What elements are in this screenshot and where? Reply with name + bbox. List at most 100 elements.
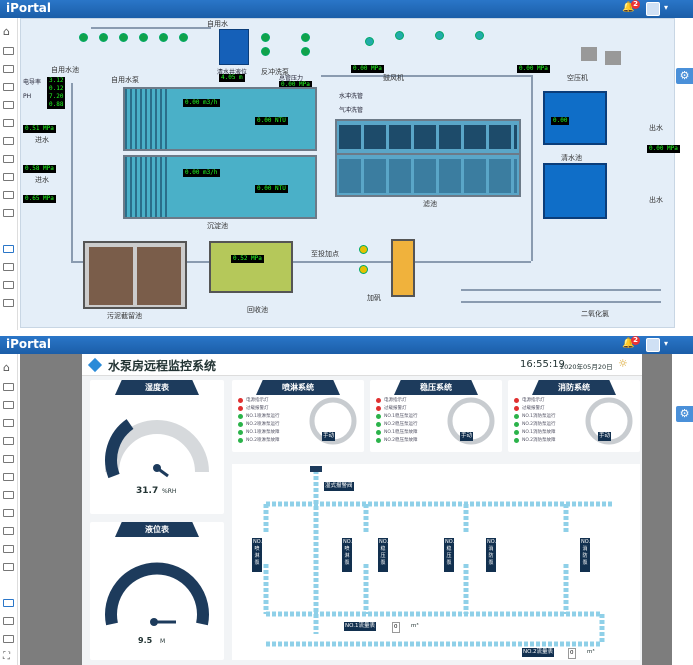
folder-icon[interactable] [3, 509, 14, 517]
folder-icon[interactable] [3, 473, 14, 481]
status-label: NO.2消防泵故障 [522, 438, 556, 443]
folder-icon[interactable] [3, 527, 14, 535]
folder-icon[interactable] [3, 617, 14, 625]
level-gauge [105, 562, 209, 626]
label: 滤池 [423, 200, 437, 208]
pump-icon[interactable] [261, 47, 270, 56]
pump-label[interactable]: NO.2稳压泵 [444, 538, 457, 572]
status-led [376, 414, 381, 419]
folder-icon[interactable] [3, 65, 14, 73]
blower-icon[interactable] [435, 31, 444, 40]
status-label: 过载报警灯 [522, 406, 545, 411]
blower-icon[interactable] [475, 31, 484, 40]
folder-icon[interactable] [3, 281, 14, 289]
label: 污泥截留池 [107, 312, 142, 320]
folder-icon[interactable] [3, 491, 14, 499]
home-icon[interactable]: ⌂ [3, 25, 10, 38]
folder-icon[interactable] [3, 137, 14, 145]
value: 3.12 [47, 77, 66, 85]
label: 自用水泵 [111, 76, 139, 84]
folder-icon[interactable] [3, 299, 14, 307]
folder-open-icon[interactable] [3, 599, 14, 607]
fullscreen-icon[interactable]: ⛶ [3, 651, 10, 662]
pump-icon[interactable] [99, 33, 108, 42]
dosing-pump-icon[interactable] [359, 265, 368, 274]
app-title: iPortal [6, 1, 52, 15]
pump-icon[interactable] [301, 33, 310, 42]
pump-label[interactable]: NO.2喷淋泵 [342, 538, 355, 572]
mode-dial[interactable] [308, 396, 358, 446]
system-title: 喷淋系统 [256, 380, 340, 395]
gear-icon[interactable]: ⚙ [676, 406, 693, 422]
label: 反冲洗泵 [261, 68, 289, 76]
folder-icon[interactable] [3, 401, 14, 409]
monitor-panel: 水泵房远程监控系统 16:55:19 2020年05月20日 ☼ 湿度表 31.… [82, 354, 642, 665]
home-icon[interactable]: ⌂ [3, 361, 10, 374]
level-unit: M [160, 638, 166, 645]
folder-icon[interactable] [3, 545, 14, 553]
folder-icon[interactable] [3, 437, 14, 445]
folder-icon[interactable] [3, 119, 14, 127]
pump-icon[interactable] [159, 33, 168, 42]
status-led [238, 430, 243, 435]
folder-icon[interactable] [3, 209, 14, 217]
dosing-pump-icon[interactable] [359, 245, 368, 254]
folder-icon[interactable] [3, 47, 14, 55]
folder-icon[interactable] [3, 563, 14, 571]
humidity-unit: %RH [162, 488, 177, 495]
label: 清水井液位 [217, 69, 248, 76]
blower-icon[interactable] [395, 31, 404, 40]
pressure-value: 0.51 MPa [23, 125, 56, 133]
humidity-title: 湿度表 [115, 380, 199, 395]
pump-icon[interactable] [301, 47, 310, 56]
pump-icon[interactable] [179, 33, 188, 42]
folder-icon[interactable] [3, 455, 14, 463]
label: 回收池 [247, 306, 268, 314]
tank-level-value: 4.05 m [219, 74, 245, 82]
pipe [91, 27, 211, 29]
avatar[interactable] [646, 2, 660, 16]
bell-icon[interactable]: 🔔 [622, 2, 635, 13]
mode-dial[interactable] [446, 396, 496, 446]
pump-icon[interactable] [139, 33, 148, 42]
gear-icon[interactable]: ⚙ [676, 68, 693, 84]
folder-icon[interactable] [3, 83, 14, 91]
folder-icon[interactable] [3, 635, 14, 643]
folder-icon[interactable] [3, 419, 14, 427]
label: 进水 [35, 176, 49, 184]
folder-icon[interactable] [3, 263, 14, 271]
status-label: 电源指示灯 [246, 398, 269, 403]
level-value: 9.5 [138, 636, 153, 645]
mode-dial[interactable] [584, 396, 634, 446]
pump-icon[interactable] [79, 33, 88, 42]
pump-icon[interactable] [119, 33, 128, 42]
chevron-down-icon[interactable]: ▾ [664, 339, 669, 348]
blower-icon[interactable] [365, 37, 374, 46]
pipe [71, 261, 531, 263]
chevron-down-icon[interactable]: ▾ [664, 3, 669, 12]
folder-icon[interactable] [3, 101, 14, 109]
bell-icon[interactable]: 🔔 [622, 338, 635, 349]
pump-label[interactable]: NO.1消防泵 [486, 538, 499, 572]
alarm-valve-label: 湿式报警阀 [324, 482, 354, 491]
folder-open-icon[interactable] [3, 245, 14, 253]
folder-icon[interactable] [3, 173, 14, 181]
pump-icon[interactable] [261, 33, 270, 42]
status-led [514, 422, 519, 427]
pump-label[interactable]: NO.1稳压泵 [378, 538, 391, 572]
pump-label[interactable]: NO.1喷淋泵 [252, 538, 265, 572]
notification-badge: 2 [631, 0, 640, 9]
pressure-value: 0.65 MPa [23, 195, 56, 203]
folder-icon[interactable] [3, 383, 14, 391]
avatar[interactable] [646, 338, 660, 352]
flow-value: 0.00 m3/h [183, 169, 220, 177]
status-label: 过载报警灯 [384, 406, 407, 411]
folder-icon[interactable] [3, 155, 14, 163]
folder-icon[interactable] [3, 191, 14, 199]
pump-label[interactable]: NO.2消防泵 [580, 538, 593, 572]
label: 自用水 [207, 20, 228, 28]
status-led [376, 438, 381, 443]
